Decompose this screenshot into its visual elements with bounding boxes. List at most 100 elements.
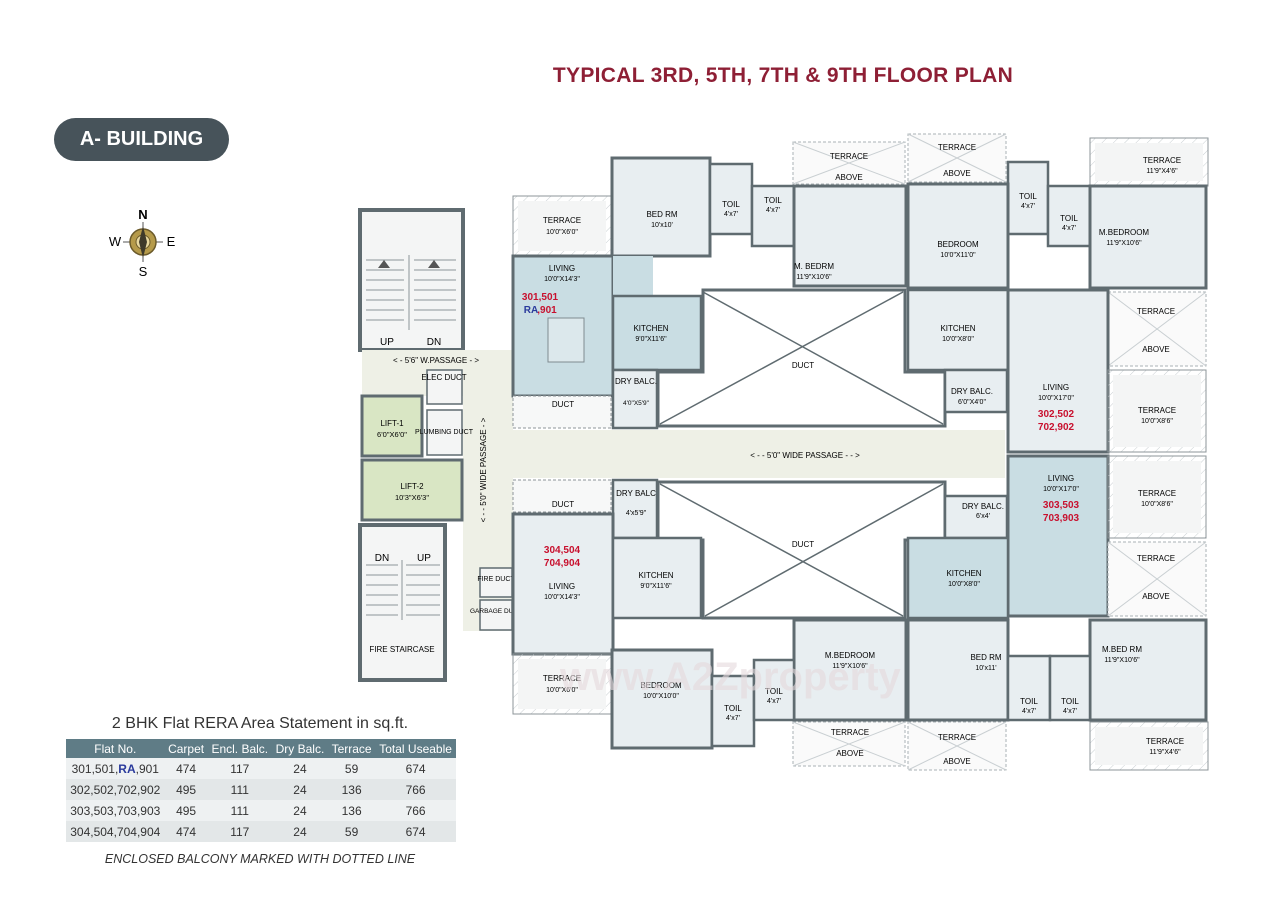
w-passage-label: < - 5'6" W.PASSAGE - > — [393, 356, 479, 365]
flat-no-part: 301,501, — [71, 761, 119, 776]
mbedrm-301-name: M. BEDRM — [794, 262, 834, 271]
flat-no-cell: 301,501,RA,901 — [66, 758, 165, 779]
col-flat-no: Flat No. — [66, 739, 165, 758]
drybalc-301-dim: 4'0"X5'9" — [623, 400, 650, 407]
flat-no-ra: RA — [118, 761, 136, 776]
fire-duct-label: FIRE DUCT — [477, 576, 515, 583]
wide-passage-v-label: < - - 5'0" WIDE PASSAGE - > — [479, 417, 488, 522]
bedrm-301-dim: 10'x10' — [651, 222, 673, 229]
unit-301-label-a: 301,501 — [522, 292, 559, 303]
toil-304a-name: TOIL — [765, 687, 783, 696]
stair2-dn-label: DN — [375, 553, 389, 564]
terrace-above-4-name: TERRACE — [1137, 554, 1175, 563]
stair1-up-label: UP — [380, 337, 394, 348]
north-wing: TERRACE 10'0"X6'0" BED RM 10'x10' TOIL 4… — [511, 133, 1209, 454]
mbedroom-302-dim: 11'9"X10'6" — [1106, 240, 1142, 247]
fire-staircase-label: FIRE STAIRCASE — [369, 645, 434, 654]
terrace-above-6-name: TERRACE — [938, 733, 976, 742]
drybalc-302-dim: 6'0"X4'0" — [958, 399, 986, 406]
living-302-name: LIVING — [1043, 383, 1069, 392]
kitchen-301-name: KITCHEN — [633, 324, 668, 333]
terrace-ne-name: TERRACE — [1143, 156, 1181, 165]
living-301-dim: 10'0"X14'3" — [544, 276, 580, 283]
bedroom-304-name: BEDROOM — [640, 681, 682, 690]
compass-n: N — [138, 207, 147, 222]
bedrm-301-name: BED RM — [646, 210, 677, 219]
garbage-duct-label: GARBAGE DUCT — [470, 608, 522, 615]
lift2-dim: 10'3"X6'3" — [395, 493, 429, 502]
living-304-name: LIVING — [549, 582, 575, 591]
rera-table: Flat No. Carpet Encl. Balc. Dry Balc. Te… — [66, 739, 456, 842]
flat-no-cell: 304,504,704,904 — [66, 821, 165, 842]
total-cell: 766 — [375, 779, 456, 800]
drybalc-304-dim: 4'x5'9" — [626, 510, 647, 517]
col-carpet: Carpet — [164, 739, 208, 758]
duct-301-name: DUCT — [552, 400, 574, 409]
drybalc-303-name: DRY BALC. — [962, 502, 1004, 511]
mbedrm-301-dim: 11'9"X10'6" — [796, 274, 832, 281]
encl-cell: 117 — [207, 758, 272, 779]
terrace-cell: 59 — [328, 821, 376, 842]
stair2-up-label: UP — [417, 553, 431, 564]
bedroom-302-name: BEDROOM — [937, 240, 979, 249]
unit-303-label-a: 303,503 — [1043, 500, 1080, 511]
flat-no-cell: 302,502,702,902 — [66, 779, 165, 800]
toil-301b-name: TOIL — [764, 196, 782, 205]
toil-303a-dim: 4'x7' — [1022, 708, 1036, 715]
rera-header-row: Flat No. Carpet Encl. Balc. Dry Balc. Te… — [66, 739, 456, 758]
unit-301-label-ra: RA — [524, 305, 538, 316]
compass-icon: N S E W — [109, 207, 176, 279]
drybalc-301-name: DRY BALC. — [615, 377, 657, 386]
duct-south-name: DUCT — [792, 540, 814, 549]
unit-302-label-a: 302,502 — [1038, 409, 1075, 420]
carpet-cell: 474 — [164, 821, 208, 842]
mbedroom-302-name: M.BEDROOM — [1099, 228, 1150, 237]
carpet-cell: 495 — [164, 779, 208, 800]
toil-304b-dim: 4'x7' — [726, 715, 740, 722]
mbedroom-304-name: M.BEDROOM — [825, 651, 876, 660]
dry-cell: 24 — [271, 821, 329, 842]
bedroom-302-dim: 10'0"X11'0" — [940, 252, 976, 259]
terrace-sw-dim: 10'0"X6'0" — [546, 687, 578, 694]
total-cell: 674 — [375, 821, 456, 842]
watermark: www.A2Zproperty — [559, 655, 902, 699]
lift-2 — [360, 458, 464, 522]
carpet-cell: 474 — [164, 758, 208, 779]
col-terrace: Terrace — [328, 739, 376, 758]
encl-cell: 111 — [207, 779, 272, 800]
col-dry-balc: Dry Balc. — [271, 739, 329, 758]
encl-cell: 111 — [207, 800, 272, 821]
terrace-above-4-sub: ABOVE — [1142, 592, 1170, 601]
terrace-se-dim: 11'9"X4'6" — [1149, 749, 1181, 756]
duct-north-name: DUCT — [792, 361, 814, 370]
terrace-e2-name: TERRACE — [1138, 489, 1176, 498]
drybalc-302-name: DRY BALC. — [951, 387, 993, 396]
toil-301a-name: TOIL — [722, 200, 740, 209]
toil-301b-dim: 4'x7' — [766, 207, 780, 214]
compass-w: W — [109, 234, 122, 249]
terrace-above-6-sub: ABOVE — [943, 757, 971, 766]
mbedrm-303-dim: 11'9"X10'6" — [1104, 657, 1140, 664]
total-cell: 674 — [375, 758, 456, 779]
plumbing-duct-label: PLUMBING DUCT — [415, 429, 474, 436]
unit-303-label-b: 703,903 — [1043, 513, 1080, 524]
living-302-dim: 10'0"X17'0" — [1038, 395, 1074, 402]
carpet-cell: 495 — [164, 800, 208, 821]
terrace-cell: 136 — [328, 800, 376, 821]
terrace-e2-dim: 10'0"X8'6" — [1141, 501, 1173, 508]
unit-304-label-b: 704,904 — [544, 558, 581, 569]
south-wing: LIVING 10'0"X17'0" 303,503 703,903 DUCT … — [511, 454, 1209, 771]
elec-duct-label: ELEC DUCT — [421, 373, 466, 382]
duct-304-name: DUCT — [552, 500, 574, 509]
toil-304a-dim: 4'x7' — [767, 698, 781, 705]
bedrm-303-dim: 10'x11' — [975, 665, 996, 672]
terrace-above-3-sub: ABOVE — [1142, 345, 1170, 354]
unit-302-label-b: 702,902 — [1038, 422, 1075, 433]
flat-no-part: ,901 — [135, 761, 159, 776]
kitchen-301-dim: 9'0"X11'6" — [635, 336, 667, 343]
terrace-above-1-sub: ABOVE — [835, 173, 863, 182]
wide-passage-horizontal — [513, 430, 1005, 478]
kitchen-303-name: KITCHEN — [946, 569, 981, 578]
drybalc-304-name: DRY BALC — [616, 489, 656, 498]
flat-no-cell: 303,503,703,903 — [66, 800, 165, 821]
